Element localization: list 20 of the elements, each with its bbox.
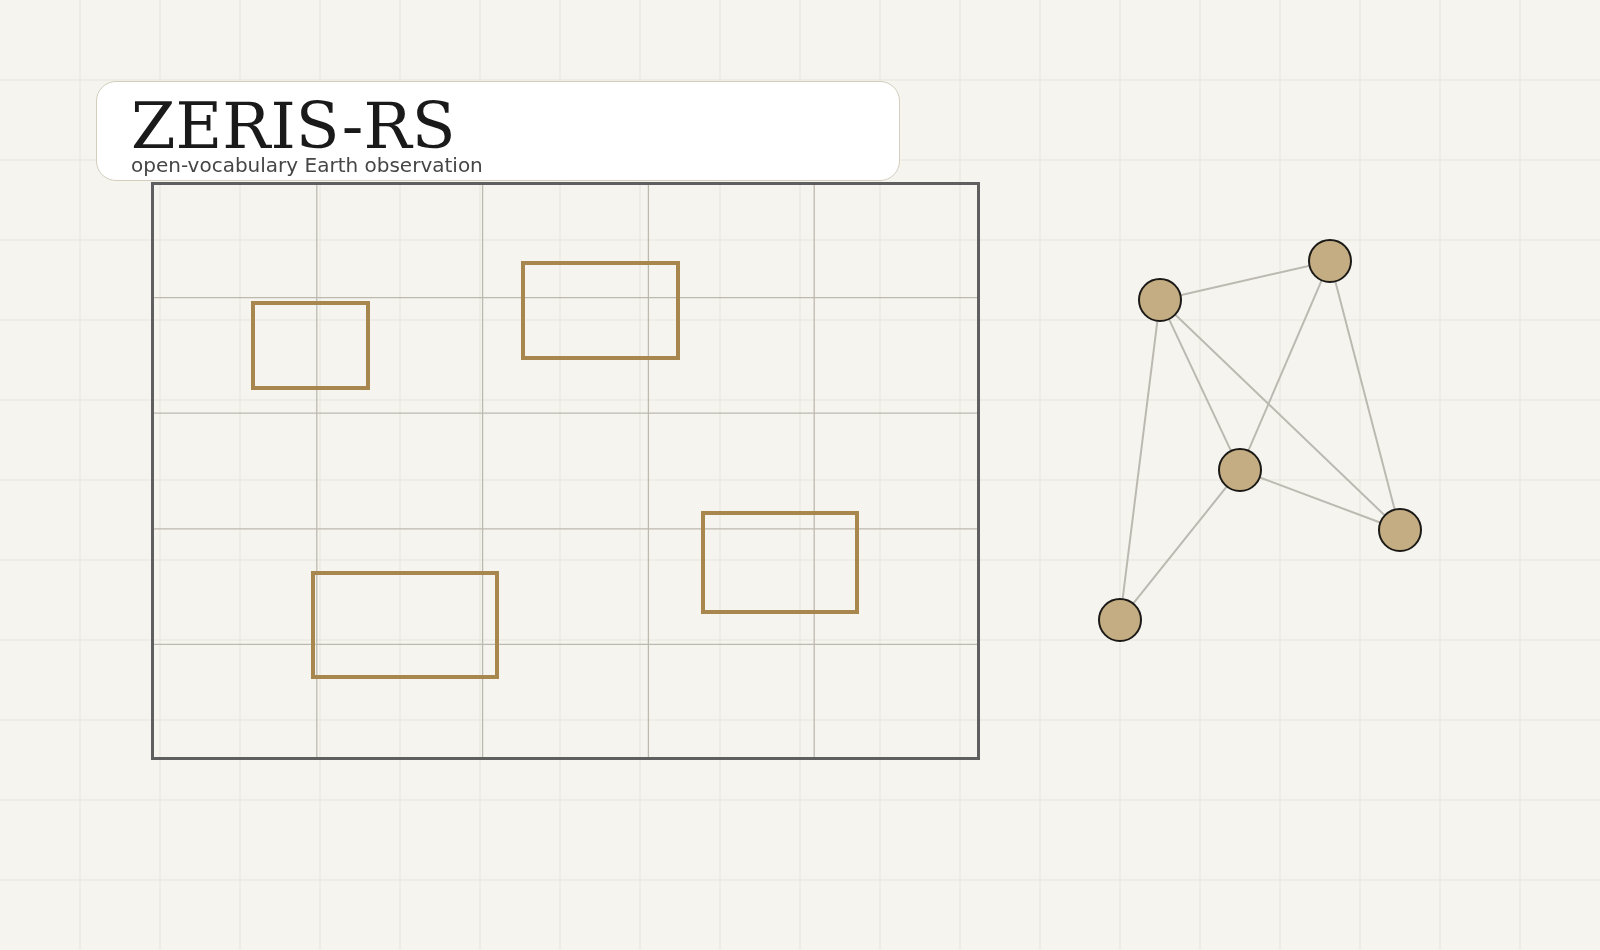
graph-edge <box>1259 476 1381 524</box>
graph-node <box>1138 278 1182 322</box>
bounding-box <box>251 301 370 390</box>
bounding-box <box>701 511 859 614</box>
graph-edge <box>1174 314 1386 516</box>
graph-edge <box>1334 281 1396 510</box>
graph-node <box>1098 598 1142 642</box>
graph-edge <box>1247 280 1323 451</box>
bounding-box <box>521 261 680 360</box>
title: ZERIS-RS <box>131 94 456 158</box>
image-frame <box>151 182 980 760</box>
subtitle: open-vocabulary Earth observation <box>131 155 483 175</box>
graph-node <box>1218 448 1262 492</box>
graph-node <box>1378 508 1422 552</box>
graph-edge <box>1121 320 1159 600</box>
graph-edge <box>1132 486 1228 604</box>
graph-edge <box>1168 318 1232 452</box>
bounding-box <box>311 571 499 679</box>
graph-node <box>1308 239 1352 283</box>
graph-edge <box>1180 264 1310 297</box>
